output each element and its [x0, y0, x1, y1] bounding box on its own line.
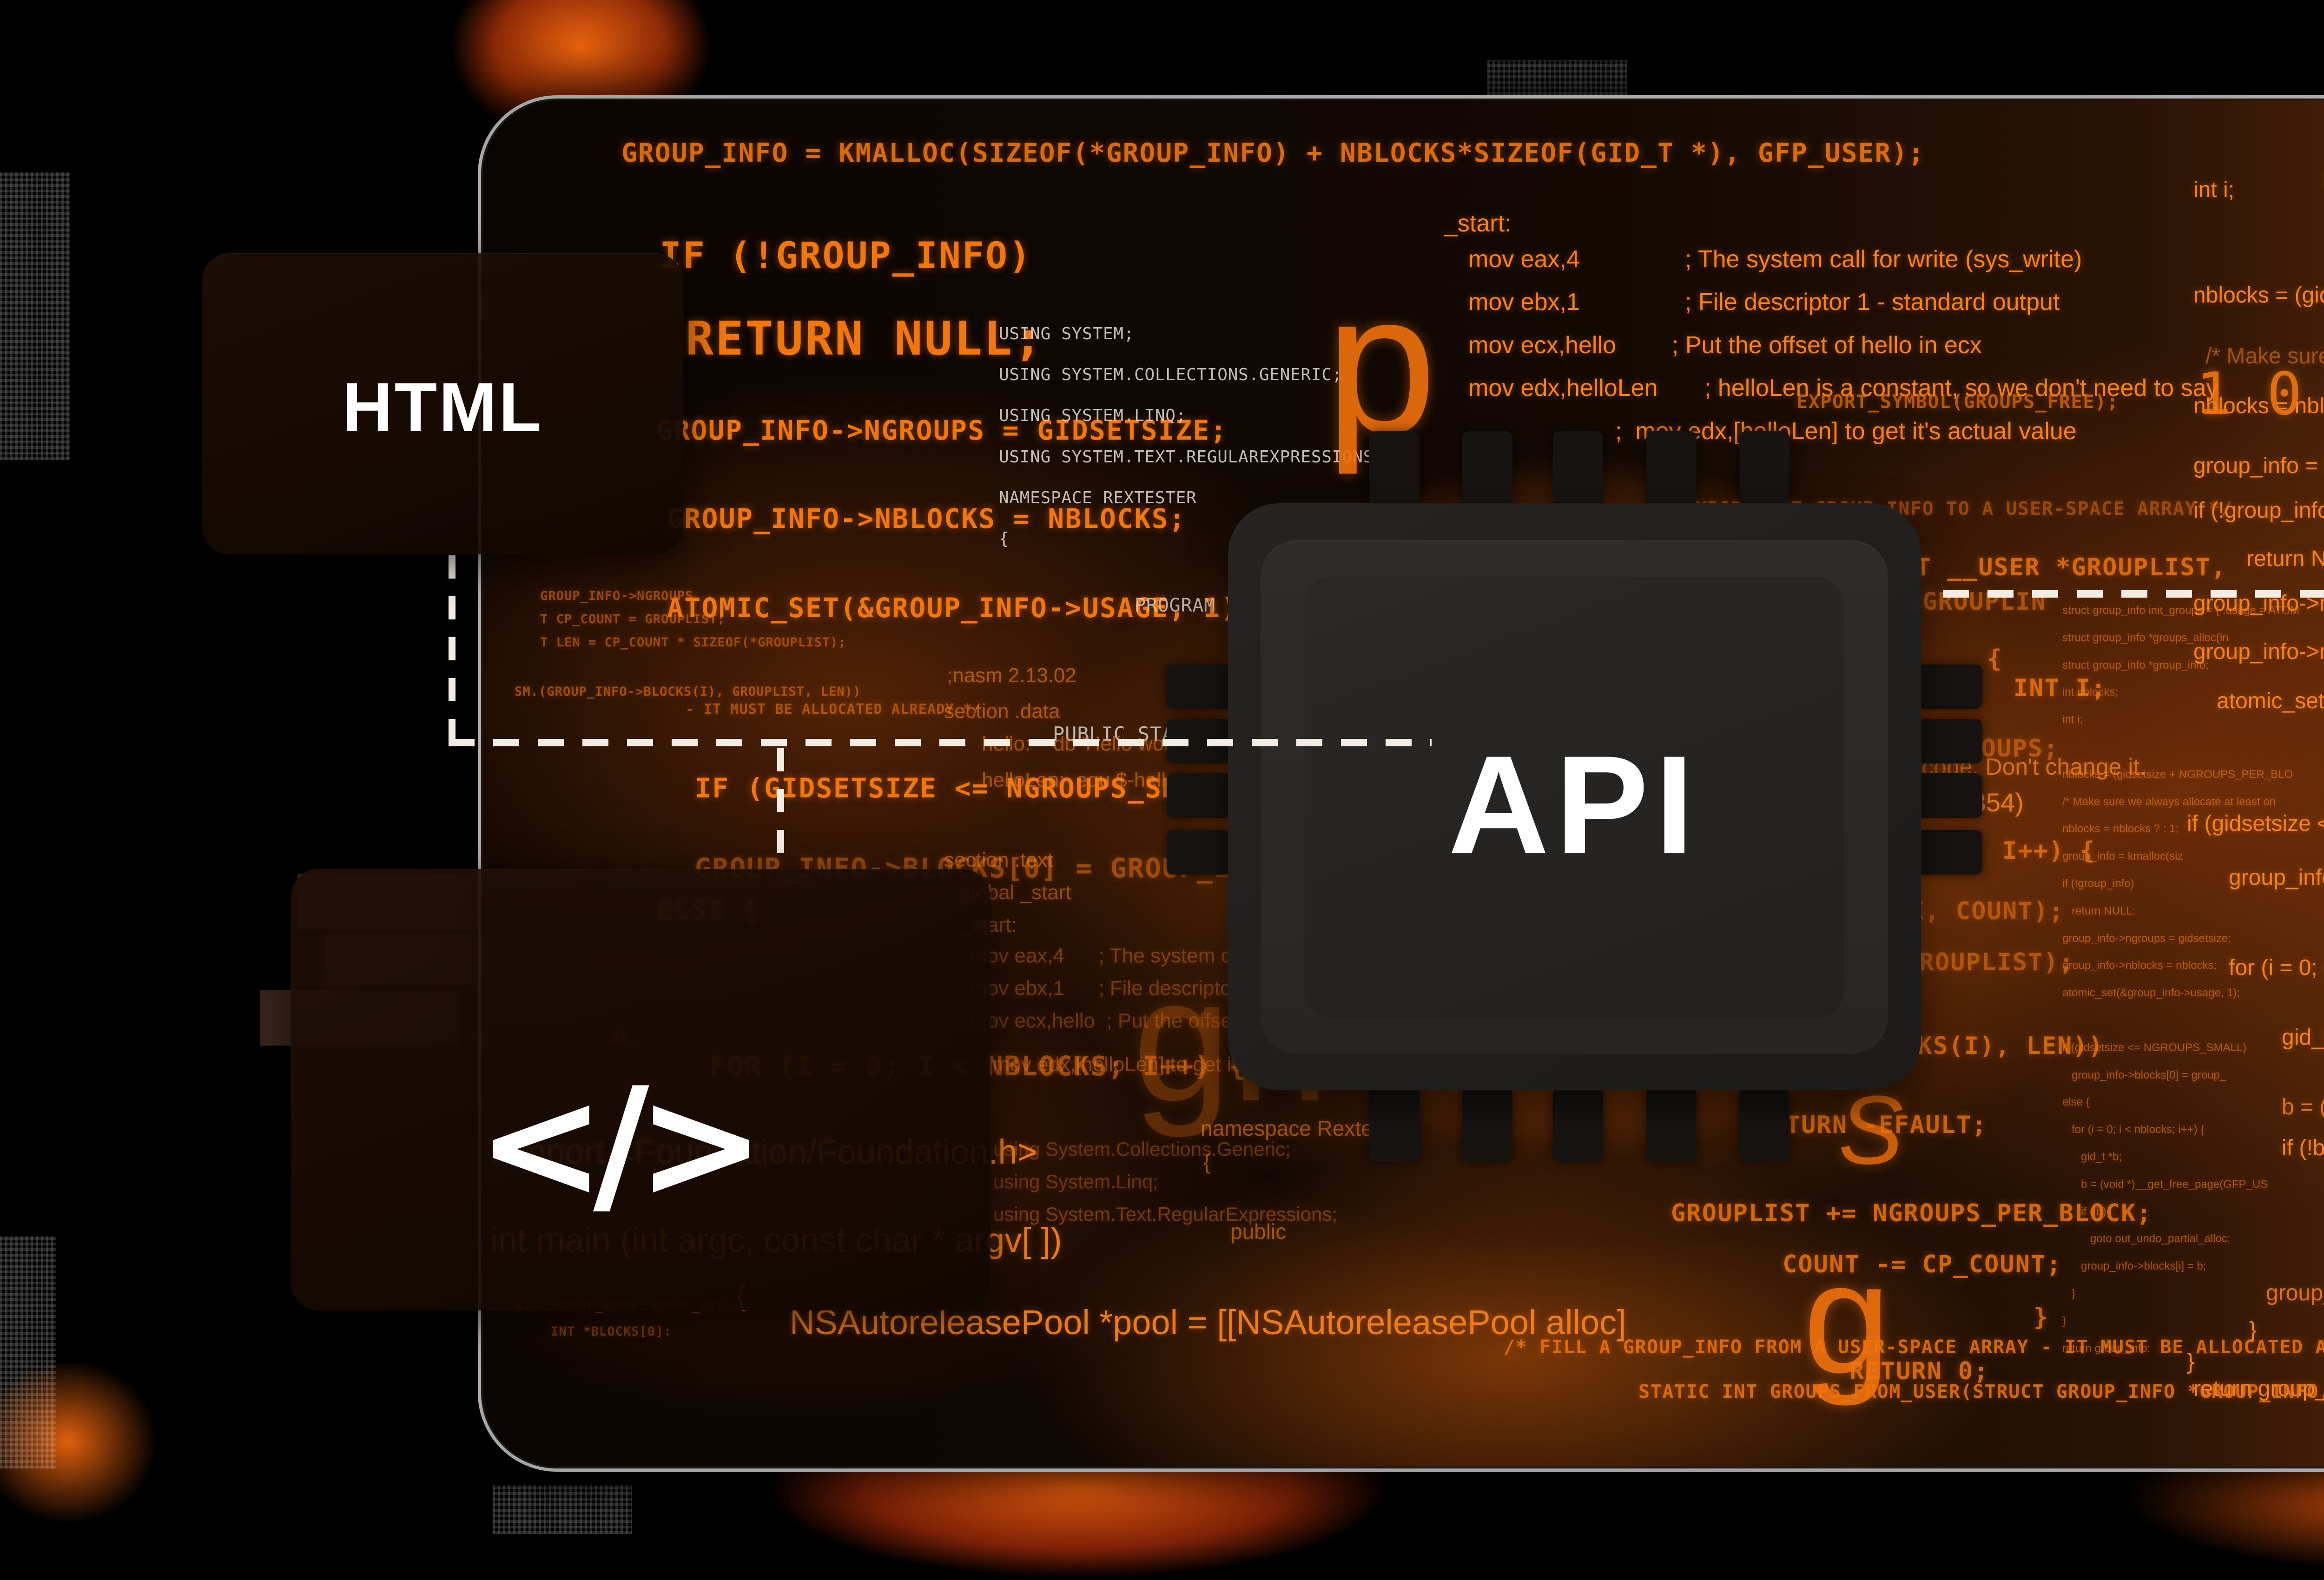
kern-nblocks-tern: nblocks = nblocks ? — [2193, 394, 2324, 418]
chip-pin-bottom — [1462, 1087, 1512, 1162]
ghost-n: n — [1803, 1425, 1891, 1468]
kern-gidt: gid_t *b; — [2282, 1025, 2324, 1050]
chip-pin-right — [1917, 773, 1982, 818]
chip-pin-left — [1167, 773, 1232, 818]
pixel-noise — [0, 172, 70, 460]
nasm-section-data: section .data — [944, 700, 1060, 723]
chip-pin-top — [1646, 431, 1697, 506]
kern-tiny-block: struct group_info init_groups = { .usage… — [2062, 604, 2300, 1355]
binary-row-3: 1 0 1 1 0 — [2196, 360, 2302, 428]
chip-pin-bottom — [1739, 1087, 1789, 1162]
chip-pin-top — [1462, 431, 1512, 506]
pixel-noise — [493, 1485, 632, 1534]
chip-pin-bottom — [1553, 1087, 1603, 1162]
kern-for: for (i = 0; i < nblocks; i++) { — [2229, 955, 2324, 980]
kern-return-groupinfo: return group_info; — [2193, 1376, 2324, 1401]
lcd-return-null: RETURN NULL; — [686, 311, 1044, 366]
chip-pin-left — [1167, 830, 1232, 875]
chip-pin-right — [1917, 665, 1982, 709]
lcd-close-brace: } — [2034, 1304, 2049, 1331]
pixel-noise — [0, 1236, 56, 1468]
kern-brace2: } — [2187, 1350, 2195, 1374]
lcd-groups-from-user: STATIC INT GROUPS_FROM_USER(STRUCT GROUP… — [1638, 1381, 2324, 1402]
html-label: HTML — [342, 368, 543, 446]
chip-pin-bottom — [1646, 1087, 1697, 1162]
chip-pin-right — [1917, 830, 1982, 875]
chip-pin-right — [1917, 719, 1982, 764]
chip-screen — [1305, 577, 1844, 1018]
lcd-tiny-5: - IT MUST BE ALLOCATED ALREADY */ — [686, 701, 981, 718]
connector-code-vertical — [777, 748, 784, 867]
kern-atomic: atomic_set(&group_ — [2217, 689, 2324, 713]
kern-ifb: if (!b) — [2282, 1136, 2324, 1160]
html-card: HTML — [202, 253, 683, 554]
kern-brace1: } — [2249, 1318, 2257, 1343]
asm-mov-eax-comment: ; The system call for write (sys_write) — [1685, 246, 2082, 273]
kern-if-gidsetsize: if (gidsetsize <= NGROUPS_SMALL) — [2187, 811, 2324, 836]
connector-chip-cloud — [1943, 590, 2324, 598]
objc-pool: NSAutoreleasePool *pool = [[NSAutoreleas… — [790, 1303, 1626, 1342]
kern-nblocks2: group_info->nblocks — [2193, 639, 2324, 664]
api-chip-icon: API — [1228, 503, 1921, 1090]
lcd-fill-comment: /* FILL A GROUP_INFO FROM A USER-SPACE A… — [1504, 1336, 2324, 1358]
chip-pin-bottom — [1369, 1087, 1419, 1162]
kern-int-i: int i; — [2193, 178, 2235, 202]
lcd-tiny-3: T LEN = CP_COUNT * SIZEOF(*GROUPLIST); — [540, 635, 846, 650]
lcd-tiny-2: T CP_COUNT = GROUPLIST; — [540, 612, 726, 626]
kern-blocks0: group_info->blocks[0] = group_info->: — [2229, 865, 2324, 890]
chip-pin-left — [1167, 665, 1232, 709]
lcd-if-group-info: IF (!GROUP_INFO) — [660, 235, 1032, 277]
lcd-tiny-1: GROUP_INFO->NGROUPS — [540, 589, 693, 603]
code-tag-icon: </> — [477, 1055, 766, 1233]
lcd-return-0: RETURN 0; — [1849, 1357, 1989, 1385]
chip-plate: API — [1261, 540, 1888, 1054]
nasm-section-text: section .text — [944, 849, 1053, 871]
chip-pin-top — [1369, 431, 1419, 506]
asm-mov-eax: mov eax,4 — [1468, 246, 1580, 273]
kern-blocksi: group_info->blocks[i] = b; — [2266, 1281, 2324, 1305]
kern-getfree: b = (void *)__get_free_page(GFP_U — [2282, 1095, 2324, 1119]
chip-pin-top — [1553, 431, 1603, 506]
lcd-tiny-4: SM.(GROUP_INFO->BLOCKS(I), GROUPLIST, LE… — [515, 685, 861, 699]
connector-html-vertical — [449, 555, 456, 744]
kern-nblocks-calc: nblocks = (gidsetsize + NGROUPS_PER_BL — [2193, 283, 2324, 308]
api-label: API — [1448, 726, 1701, 882]
kern-kmalloc: group_info = kmallo( — [2193, 454, 2318, 478]
kern-if-group: if (!group_info) — [2193, 498, 2324, 523]
lcd-tiny-7: INT *BLOCKS[0]: — [551, 1324, 672, 1339]
connector-left-horizontal — [449, 739, 1432, 746]
chip-pin-top — [1739, 431, 1789, 506]
asm-start-label: _start: — [1444, 210, 1512, 237]
ghost-g: g — [1803, 1230, 1891, 1407]
asm-mov-ebx: mov ebx,1 — [1468, 289, 1580, 316]
kern-make-sure: /* Make sure we alwa — [2205, 344, 2324, 369]
nasm-version: ;nasm 2.13.02 — [947, 664, 1076, 687]
asm-mov-ebx-comment: ; File descriptor 1 - standard output — [1685, 289, 2060, 316]
kern-return-null: return NULL; — [2246, 546, 2324, 571]
code-card: </> — [291, 869, 990, 1310]
lcd-kmalloc-line: GROUP_INFO = KMALLOC(SIZEOF(*GROUP_INFO)… — [621, 138, 1925, 168]
